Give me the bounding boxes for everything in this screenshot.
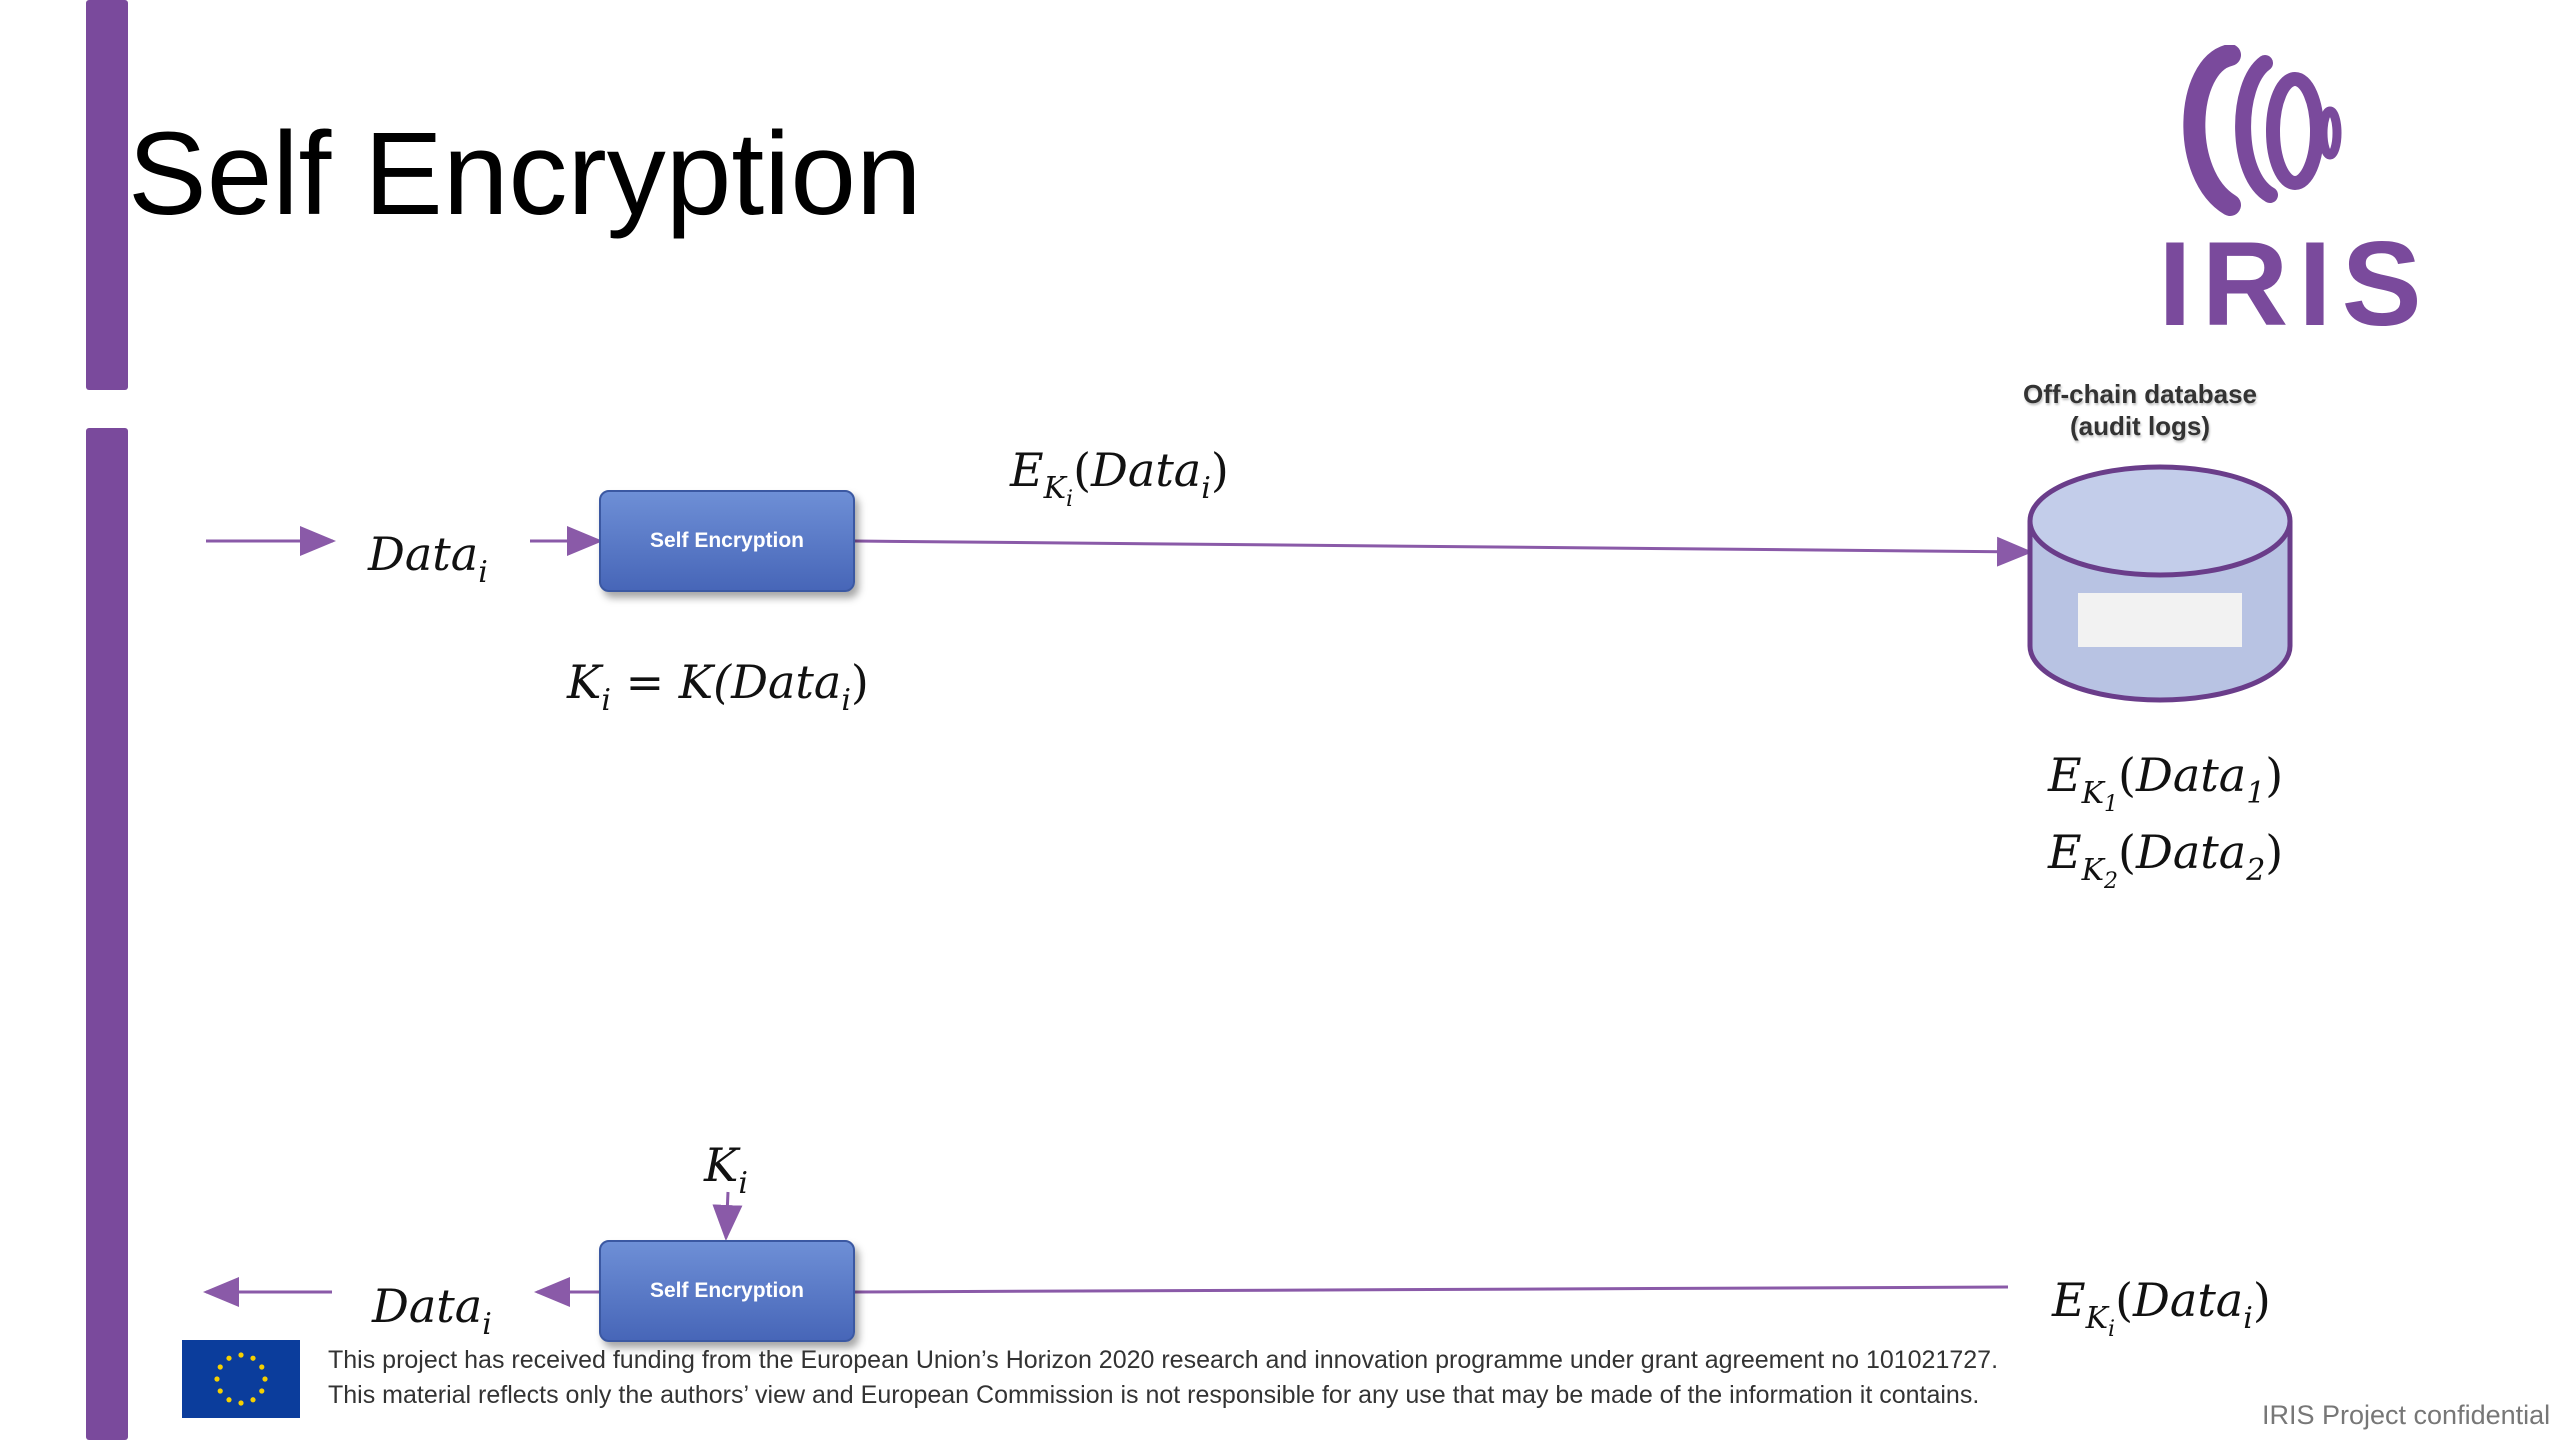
label-ciphertext-bottom: EKi(Datai) — [2052, 1273, 2271, 1342]
database-caption-line1: Off-chain database — [2022, 379, 2258, 409]
slide-title: Self Encryption — [128, 108, 922, 240]
label-key-formula: Ki = K(Datai) — [567, 655, 869, 718]
eu-flag-star — [262, 1376, 268, 1382]
eu-flag-star — [238, 1352, 244, 1358]
funding-disclaimer: This project has received funding from t… — [328, 1343, 1998, 1413]
database-caption-line2: (audit logs) — [2069, 411, 2211, 441]
label-key-bottom: Ki — [704, 1138, 748, 1201]
label-ciphertext-top: EKi(Datai) — [1010, 443, 1229, 512]
eu-flag-icon — [182, 1340, 300, 1418]
funding-line-1: This project has received funding from t… — [328, 1346, 1999, 1374]
eu-flag-star — [250, 1355, 256, 1361]
eu-flag-star — [259, 1364, 265, 1370]
eu-flag-star — [214, 1376, 220, 1382]
label-data-input: Datai — [368, 527, 488, 590]
label-data-output: Datai — [372, 1279, 492, 1342]
funding-line-2: This material reflects only the authors’… — [328, 1381, 1980, 1409]
database-entry-1: EK1(Data1) — [2048, 748, 2284, 817]
arrow-box-to-db — [854, 536, 2033, 567]
accent-bar-bottom — [86, 428, 128, 1440]
arrow-key-down — [712, 1191, 743, 1241]
database-entry-2: EK2(Data2) — [2048, 825, 2284, 894]
eu-flag-star — [226, 1355, 232, 1361]
eu-flag-star — [238, 1400, 244, 1406]
database-icon — [2027, 464, 2293, 703]
database-caption: Off-chain database (audit logs) — [1990, 378, 2290, 442]
eu-flag-star — [217, 1388, 223, 1394]
accent-bar-top — [86, 0, 128, 390]
iris-logo-text: IRIS — [2158, 217, 2431, 345]
eu-flag-star — [226, 1397, 232, 1403]
confidential-label: IRIS Project confidential — [2262, 1400, 2551, 1430]
self-encryption-box-top: Self Encryption — [599, 490, 855, 592]
self-encryption-box-bottom: Self Encryption — [599, 1240, 855, 1342]
arrow-cipher-to-box — [854, 1285, 2009, 1294]
iris-logo: IRIS — [2158, 45, 2431, 345]
eu-flag-star — [217, 1364, 223, 1370]
eu-flag-star — [250, 1397, 256, 1403]
eu-flag-star — [259, 1388, 265, 1394]
